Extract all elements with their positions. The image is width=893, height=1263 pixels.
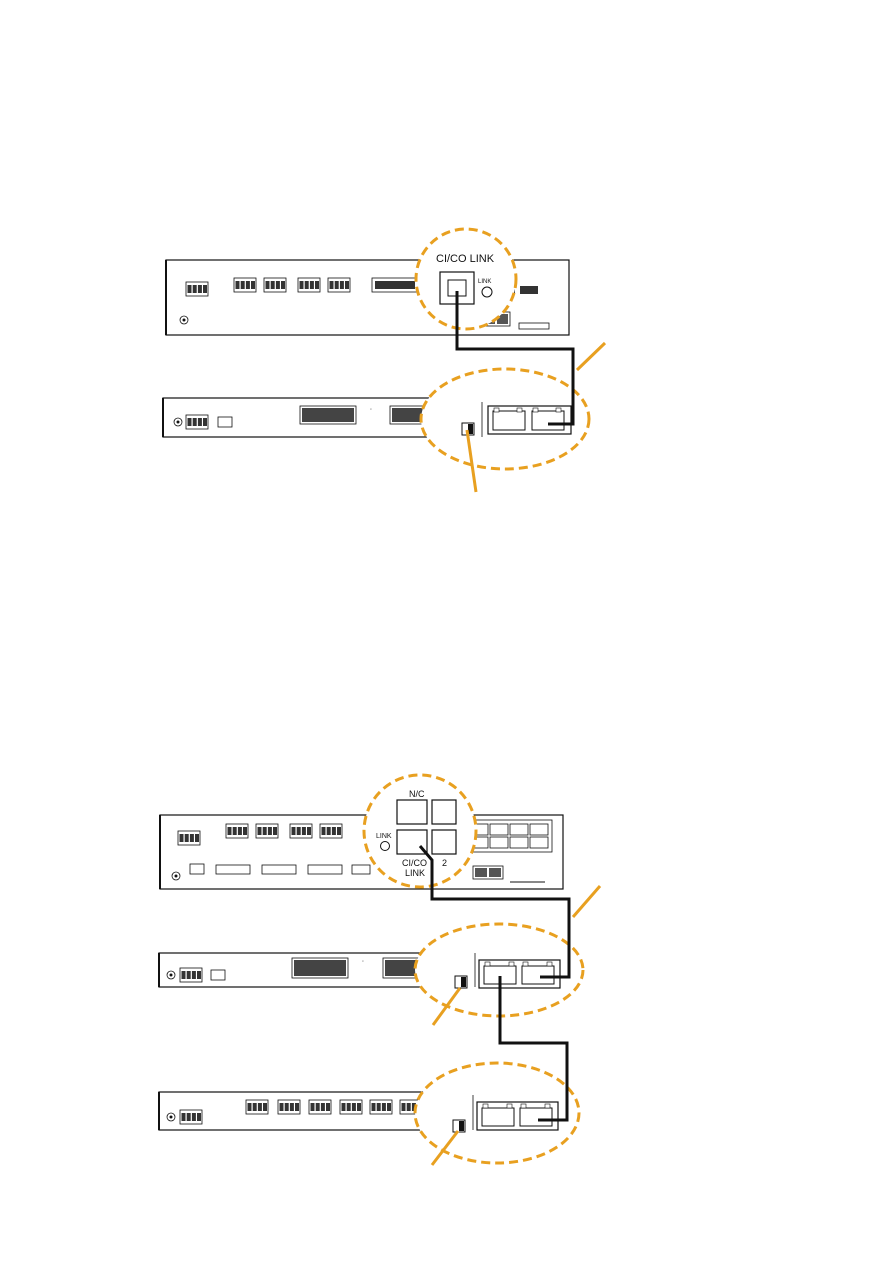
- cable-pointer-line: [573, 886, 600, 917]
- port-2-label: 2: [442, 858, 447, 868]
- main-unit-panel: [160, 815, 563, 889]
- main-ports-callout: N/C LINK CI/CO LINK 2: [364, 775, 476, 887]
- expansion-2-callout: [415, 1063, 579, 1163]
- cico-link-label: CI/CO LINK: [436, 253, 495, 265]
- link-led-label: LINK: [478, 279, 491, 285]
- ground-screw-icon: [172, 872, 180, 880]
- link-led-label: LINK: [376, 833, 392, 840]
- nc-label: N/C: [409, 789, 425, 799]
- bottom-diagram: × N/C LINK: [159, 775, 600, 1165]
- expansion-link-callout: [421, 369, 589, 469]
- expansion-unit-2-panel: [159, 1092, 427, 1130]
- cico-label-line1: CI/CO: [402, 858, 427, 868]
- cd-ports: [466, 820, 552, 852]
- link-led-icon: [482, 287, 492, 297]
- cable-pointer-line: [577, 343, 605, 370]
- ground-screw-icon: [174, 418, 182, 426]
- label-plate: [519, 323, 549, 329]
- expansion-unit-panel: ×: [163, 398, 433, 437]
- port-2: [432, 830, 456, 854]
- line-output-terminals: [372, 278, 418, 292]
- ground-screw-icon: [167, 1113, 175, 1121]
- cico-link-callout: CI/CO LINK LINK: [416, 229, 516, 329]
- expansion-unit-1-panel: ×: [159, 953, 431, 987]
- svg-text:×: ×: [362, 959, 364, 963]
- top-diagram: × CI/CO LINK LINK: [163, 229, 605, 492]
- nc-port-2: [432, 800, 456, 824]
- nc-port: [397, 800, 427, 824]
- svg-text:×: ×: [370, 407, 372, 411]
- ground-screw-icon: [167, 971, 175, 979]
- cico-label-line2: LINK: [405, 868, 425, 878]
- dc-power-in-connector: [186, 282, 208, 296]
- link-led-icon: [381, 842, 390, 851]
- ground-screw-icon: [180, 316, 188, 324]
